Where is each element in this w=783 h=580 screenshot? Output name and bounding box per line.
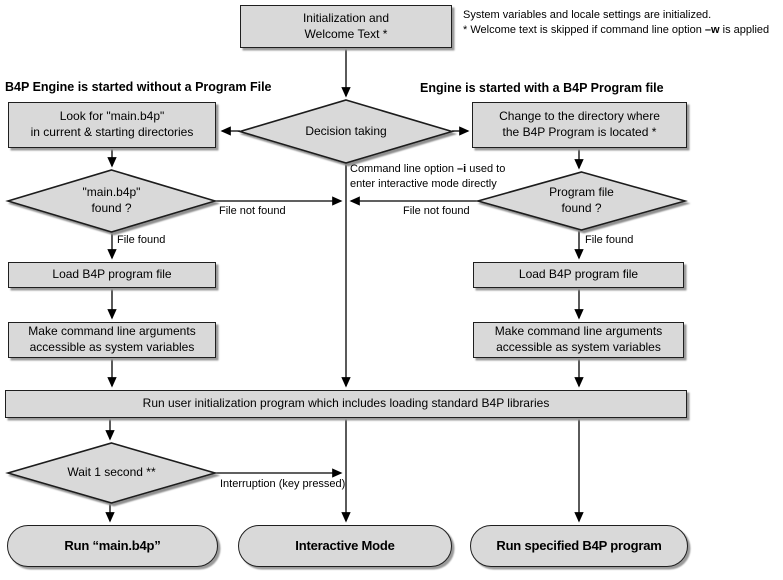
decision-taking-diamond xyxy=(237,99,455,164)
make-arguments-left-label: Make command line arguments accessible a… xyxy=(28,324,196,354)
flow-edges xyxy=(105,48,584,523)
label-interruption: Interruption (key pressed) xyxy=(220,478,346,490)
label-file-found-right: File found xyxy=(585,234,634,246)
interactive-mode-note: Command line option –i used to enter int… xyxy=(350,163,506,190)
init-welcome-box: Initialization and Welcome Text * xyxy=(240,5,452,48)
look-for-main-label: Look for "main.b4p" in current & startin… xyxy=(30,109,194,139)
init-welcome-label: Initialization and Welcome Text * xyxy=(302,10,390,41)
load-program-left-box: Load B4P program file xyxy=(8,262,216,288)
label-file-not-found-left: File not found xyxy=(219,205,286,217)
terminal-run-main-b4p-label: Run “main.b4p” xyxy=(64,537,161,553)
decision-shapes xyxy=(5,99,688,504)
main-b4p-found-diamond xyxy=(5,169,218,233)
load-program-left-label: Load B4P program file xyxy=(52,267,172,282)
look-for-main-box: Look for "main.b4p" in current & startin… xyxy=(8,102,216,148)
label-file-found-left: File found xyxy=(117,234,166,246)
change-directory-box: Change to the directory where the B4P Pr… xyxy=(472,102,687,148)
terminal-run-specified-program-label: Run specified B4P program xyxy=(496,537,662,553)
run-user-init-box: Run user initialization program which in… xyxy=(5,390,687,418)
terminal-interactive-mode-label: Interactive Mode xyxy=(295,537,395,553)
make-arguments-right-label: Make command line arguments accessible a… xyxy=(494,324,663,354)
terminal-interactive-mode: Interactive Mode xyxy=(238,525,452,567)
terminal-run-main-b4p: Run “main.b4p” xyxy=(7,525,218,567)
load-program-right-label: Load B4P program file xyxy=(518,267,639,282)
heading-with-program-file: Engine is started with a B4P Program fil… xyxy=(420,81,664,95)
terminal-run-specified-program: Run specified B4P program xyxy=(470,525,688,567)
make-arguments-right-box: Make command line arguments accessible a… xyxy=(473,322,684,358)
load-program-right-box: Load B4P program file xyxy=(473,262,684,288)
change-directory-label: Change to the directory where the B4P Pr… xyxy=(499,109,660,139)
program-file-found-diamond xyxy=(475,171,688,231)
heading-without-program-file: B4P Engine is started without a Program … xyxy=(5,80,272,94)
label-file-not-found-right: File not found xyxy=(403,205,470,217)
wait-1-second-diamond xyxy=(5,442,218,504)
run-user-init-label: Run user initialization program which in… xyxy=(142,396,550,411)
make-arguments-left-box: Make command line arguments accessible a… xyxy=(8,322,216,358)
top-note: System variables and locale settings are… xyxy=(463,9,770,36)
